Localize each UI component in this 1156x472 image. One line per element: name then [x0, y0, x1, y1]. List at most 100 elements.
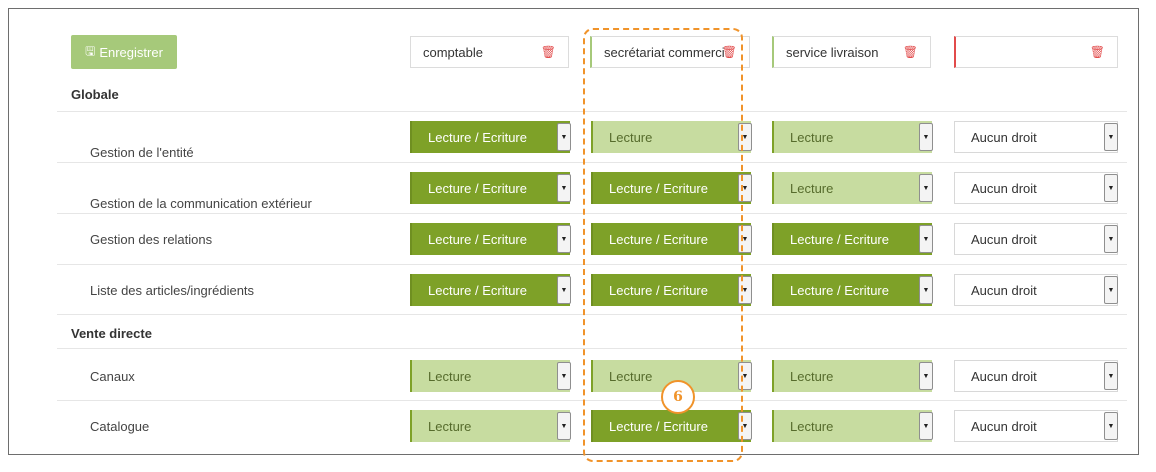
permission-select[interactable]: Lecture ▼: [772, 360, 933, 392]
permission-select[interactable]: Lecture ▼: [410, 410, 571, 442]
permission-select[interactable]: Lecture / Ecriture ▼: [591, 410, 752, 442]
role-name-input[interactable]: [592, 44, 724, 60]
row-label: Liste des articles/ingrédients: [90, 283, 255, 298]
chevron-down-icon: ▼: [919, 123, 933, 151]
chevron-down-icon: ▼: [557, 225, 571, 253]
chevron-down-icon: ▼: [738, 412, 752, 440]
permission-select[interactable]: Lecture / Ecriture ▼: [410, 223, 571, 255]
permission-select[interactable]: Lecture ▼: [772, 172, 933, 204]
chevron-down-icon: ▼: [738, 225, 752, 253]
divider: [57, 111, 1127, 112]
permission-select[interactable]: Aucun droit ▼: [954, 223, 1118, 255]
row-label: Gestion des relations: [90, 232, 213, 247]
divider: [57, 162, 1127, 163]
permission-select[interactable]: Lecture / Ecriture▼: [772, 223, 933, 255]
permission-value: Aucun droit: [971, 418, 1037, 434]
chevron-down-icon: ▼: [1104, 412, 1118, 440]
save-button[interactable]: 🖫 Enregistrer: [71, 35, 177, 69]
role-name-box-2: 🗑: [590, 36, 750, 68]
chevron-down-icon: ▼: [557, 123, 571, 151]
save-button-label: Enregistrer: [99, 44, 163, 60]
chevron-down-icon: ▼: [919, 276, 933, 304]
trash-icon[interactable]: 🗑: [540, 45, 556, 59]
permissions-panel: [8, 8, 1139, 455]
permission-select[interactable]: Lecture / Ecriture ▼: [410, 274, 571, 306]
row-label: Gestion de l'entité: [90, 145, 194, 160]
trash-icon[interactable]: 🗑: [902, 45, 918, 59]
chevron-down-icon: ▼: [919, 362, 933, 390]
permission-value: Lecture / Ecriture: [609, 231, 708, 247]
permission-value: Lecture / Ecriture: [609, 282, 708, 298]
role-name-box-4: 🗑: [954, 36, 1118, 68]
permission-value: Lecture: [790, 180, 834, 196]
permission-value: Lecture / Ecriture: [428, 231, 527, 247]
row-label: Gestion de la communication extérieur: [90, 196, 312, 211]
permission-value: Lecture / Ecriture: [428, 129, 527, 145]
chevron-down-icon: ▼: [1104, 174, 1118, 202]
permission-value: Lecture: [609, 368, 653, 384]
divider: [57, 213, 1127, 214]
chevron-down-icon: ▼: [1104, 362, 1118, 390]
trash-icon[interactable]: 🗑: [721, 45, 737, 59]
chevron-down-icon: ▼: [919, 174, 933, 202]
chevron-down-icon: ▼: [1104, 123, 1118, 151]
chevron-down-icon: ▼: [738, 276, 752, 304]
permission-value: Lecture: [790, 418, 834, 434]
permission-select[interactable]: Lecture ▼: [591, 121, 752, 153]
permission-select[interactable]: Lecture ▼: [410, 360, 571, 392]
permission-value: Aucun droit: [971, 129, 1037, 145]
permission-select[interactable]: Lecture / Ecriture ▼: [591, 274, 752, 306]
section-title: Vente directe: [71, 326, 152, 341]
chevron-down-icon: ▼: [557, 362, 571, 390]
role-name-input[interactable]: [956, 44, 1078, 60]
divider: [57, 348, 1127, 349]
permission-value: Lecture / Ecriture: [790, 231, 889, 247]
chevron-down-icon: ▼: [738, 123, 752, 151]
row-label: Catalogue: [90, 419, 150, 434]
chevron-down-icon: ▼: [557, 412, 571, 440]
role-name-input[interactable]: [774, 44, 896, 60]
row-label: Canaux: [90, 369, 135, 384]
chevron-down-icon: ▼: [919, 412, 933, 440]
permission-value: Lecture / Ecriture: [428, 282, 527, 298]
permission-value: Lecture / Ecriture: [609, 418, 708, 434]
permission-select[interactable]: Aucun droit ▼: [954, 121, 1118, 153]
trash-icon[interactable]: 🗑: [1089, 45, 1105, 59]
permission-value: Aucun droit: [971, 368, 1037, 384]
permission-select[interactable]: Aucun droit ▼: [954, 410, 1118, 442]
permission-value: Lecture: [790, 368, 834, 384]
permission-select[interactable]: Lecture / Ecriture ▼: [591, 223, 752, 255]
permission-select[interactable]: Lecture ▼: [772, 121, 933, 153]
permission-select[interactable]: Aucun droit ▼: [954, 172, 1118, 204]
permission-select[interactable]: Lecture / Ecriture▼: [410, 172, 571, 204]
permission-value: Aucun droit: [971, 180, 1037, 196]
permission-value: Lecture: [428, 368, 472, 384]
permission-select[interactable]: Lecture / Ecriture ▼: [772, 274, 933, 306]
annotation-badge: 6: [661, 380, 695, 414]
permission-select[interactable]: Lecture / Ecriture ▼: [410, 121, 571, 153]
permission-value: Aucun droit: [971, 231, 1037, 247]
permission-value: Lecture: [428, 418, 472, 434]
role-name-input[interactable]: [411, 44, 533, 60]
divider: [57, 314, 1127, 315]
permission-select[interactable]: Lecture / Ecriture ▼: [591, 172, 752, 204]
permission-value: Lecture / Ecriture: [790, 282, 889, 298]
permission-value: Lecture / Ecriture: [609, 180, 708, 196]
permission-value: Lecture: [609, 129, 653, 145]
chevron-down-icon: ▼: [1104, 276, 1118, 304]
permission-select[interactable]: Lecture ▼: [772, 410, 933, 442]
floppy-disk-icon: 🖫: [85, 43, 96, 58]
permission-value: Lecture / Ecriture: [428, 180, 527, 196]
chevron-down-icon: ▼: [738, 362, 752, 390]
divider: [57, 400, 1127, 401]
chevron-down-icon: ▼: [1104, 225, 1118, 253]
chevron-down-icon: ▼: [557, 276, 571, 304]
role-name-box-1: 🗑: [410, 36, 569, 68]
divider: [57, 264, 1127, 265]
permission-value: Lecture: [790, 129, 834, 145]
chevron-down-icon: ▼: [738, 174, 752, 202]
permission-select[interactable]: Aucun droit ▼: [954, 360, 1118, 392]
permission-value: Aucun droit: [971, 282, 1037, 298]
section-title: Globale: [71, 87, 119, 102]
permission-select[interactable]: Aucun droit ▼: [954, 274, 1118, 306]
